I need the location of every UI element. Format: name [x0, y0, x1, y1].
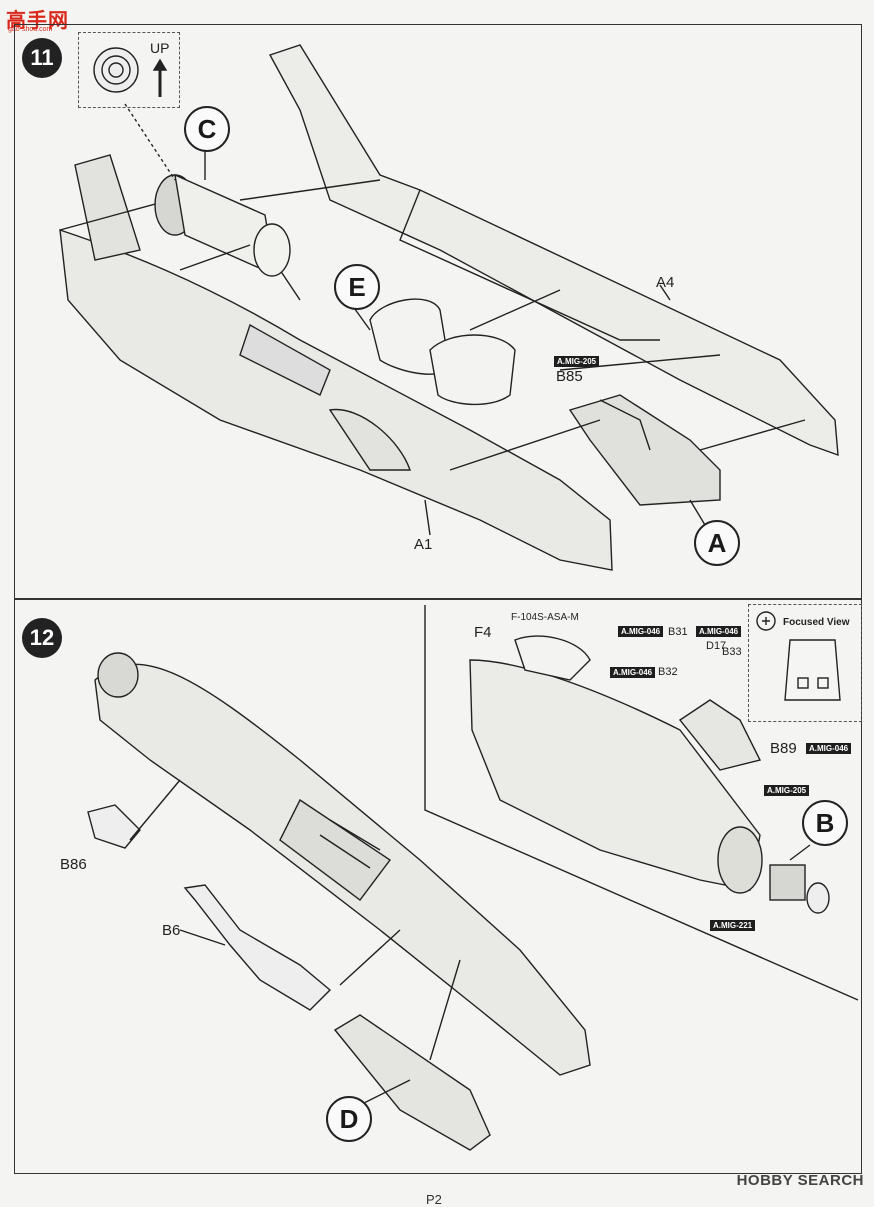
site-url: gao-shou.com [8, 26, 53, 33]
part-d17-label: D17 [706, 640, 727, 652]
part-b89-label: B89 [770, 740, 797, 757]
version-label: F-104S-ASA-M [511, 612, 579, 623]
part-b85-label: B85 [556, 368, 583, 385]
part-a1-label: A1 [414, 536, 433, 553]
focused-view-label: Focused View [783, 617, 850, 628]
paint-tag-cone: A.MIG-205 [764, 785, 810, 796]
paint-tag-b31: A.MIG-046 [618, 626, 664, 637]
callout-e: E [334, 264, 380, 310]
callout-a: A [694, 520, 740, 566]
part-a4-label: A4 [656, 274, 675, 291]
step-12-number: 12 [22, 618, 62, 658]
paint-tag-b32: A.MIG-046 [610, 667, 656, 678]
focused-view-inset [748, 604, 862, 722]
part-b6-label: B6 [162, 922, 181, 939]
part-b86-label: B86 [60, 856, 87, 873]
callout-d: D [326, 1096, 372, 1142]
callout-b: B [802, 800, 848, 846]
up-orientation-inset [78, 32, 180, 108]
paint-tag-b89: A.MIG-046 [806, 743, 852, 754]
step-divider [14, 598, 862, 600]
paint-tag-b85: A.MIG-205 [554, 356, 600, 367]
hobby-search-watermark: HOBBY SEARCH [736, 1172, 864, 1189]
step-11-number: 11 [22, 38, 62, 78]
part-f4-label: F4 [474, 624, 492, 641]
part-b33-label: B33 [722, 646, 742, 658]
paint-tag-b33: A.MIG-046 [696, 626, 742, 637]
part-b32-label: B32 [658, 666, 678, 678]
up-label: UP [150, 40, 170, 56]
callout-c: C [184, 106, 230, 152]
part-b31-label: B31 [668, 626, 688, 638]
site-logo: 高手网 [6, 10, 69, 32]
paint-tag-bottom: A.MIG-221 [710, 920, 756, 931]
